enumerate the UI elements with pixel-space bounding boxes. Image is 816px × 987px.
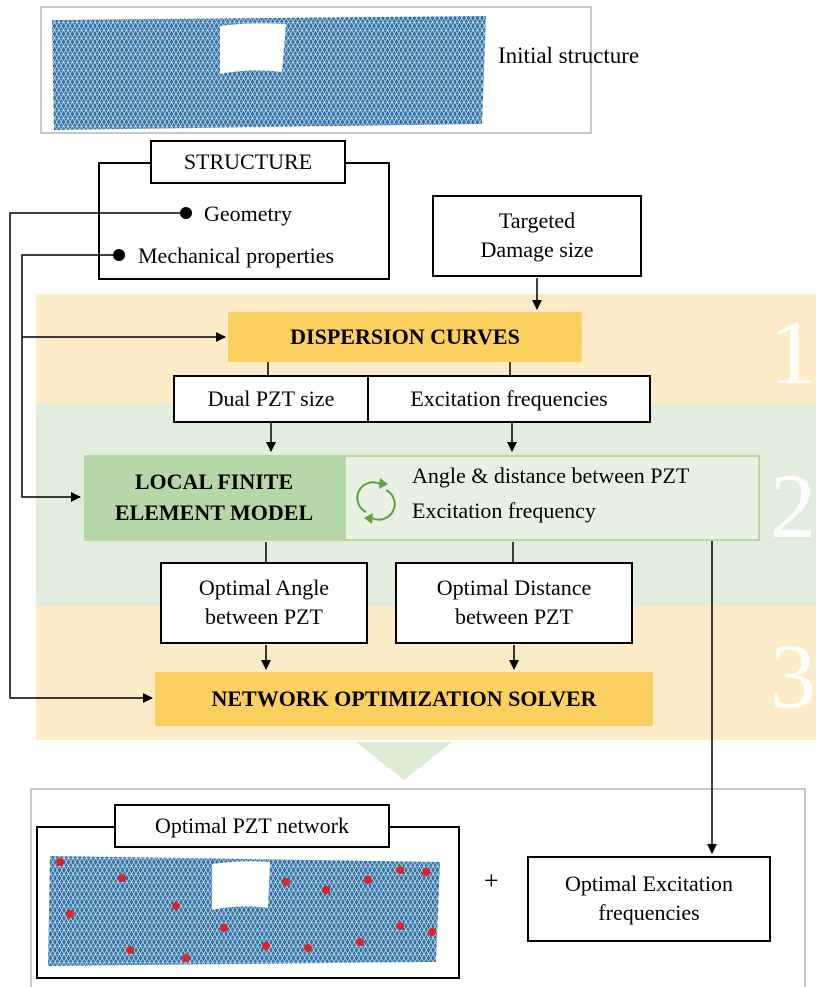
loop-line-angle-distance: Angle & distance between PZT (412, 463, 690, 488)
targeted-damage-size-box: Targeted Damage size (432, 195, 642, 277)
band-number-1: 1 (770, 301, 816, 403)
band-number-3: 3 (770, 625, 816, 727)
mechanical-properties-label: Mechanical properties (138, 243, 335, 268)
excitation-frequencies-box: Excitation frequencies (367, 375, 651, 423)
pzt-marker (220, 924, 228, 932)
pzt-marker (396, 866, 404, 874)
cutout-hole (220, 23, 286, 74)
pzt-marker (356, 938, 364, 946)
pzt-marker (182, 954, 190, 962)
plus-sign: + (484, 866, 499, 895)
structure-title: STRUCTURE (150, 140, 346, 184)
pzt-marker (322, 886, 330, 894)
pzt-marker (262, 942, 270, 950)
pzt-marker (126, 946, 134, 954)
pzt-marker (282, 878, 290, 886)
geometry-bullet (180, 207, 192, 219)
pzt-marker (56, 858, 64, 866)
initial-mesh-image (52, 16, 486, 130)
band-number-2: 2 (770, 455, 816, 557)
network-optimization-solver-box: NETWORK OPTIMIZATION SOLVER (155, 672, 653, 726)
dual-pzt-size-box: Dual PZT size (173, 375, 369, 423)
parameter-loop-box (344, 455, 760, 541)
pzt-marker (364, 876, 372, 884)
pzt-marker (66, 910, 74, 918)
pzt-markers (56, 858, 436, 962)
dispersion-curves-box: DISPERSION CURVES (228, 312, 582, 362)
local-fem-box: LOCAL FINITE ELEMENT MODEL (84, 455, 344, 541)
loop-arrowhead-1 (379, 478, 388, 489)
geometry-label: Geometry (204, 201, 292, 226)
optimal-distance-box: Optimal Distance between PZT (395, 562, 633, 644)
pzt-marker (172, 902, 180, 910)
result-arrow (356, 742, 452, 780)
optimal-excitation-frequencies-box: Optimal Excitation frequencies (527, 856, 771, 942)
loop-icon (356, 481, 396, 521)
pzt-marker (304, 944, 312, 952)
optimal-angle-box: Optimal Angle between PZT (160, 562, 368, 644)
optimized-mesh-image (48, 856, 440, 966)
loop-line-excitation: Excitation frequency (412, 498, 596, 523)
mechanical-bullet (113, 249, 125, 261)
pzt-marker (428, 928, 436, 936)
pzt-marker (118, 874, 126, 882)
cutout-hole-2 (212, 861, 270, 910)
pzt-marker (396, 922, 404, 930)
optimal-pzt-network-label: Optimal PZT network (114, 804, 390, 848)
pzt-marker (422, 868, 430, 876)
loop-arrowhead-2 (364, 513, 373, 524)
